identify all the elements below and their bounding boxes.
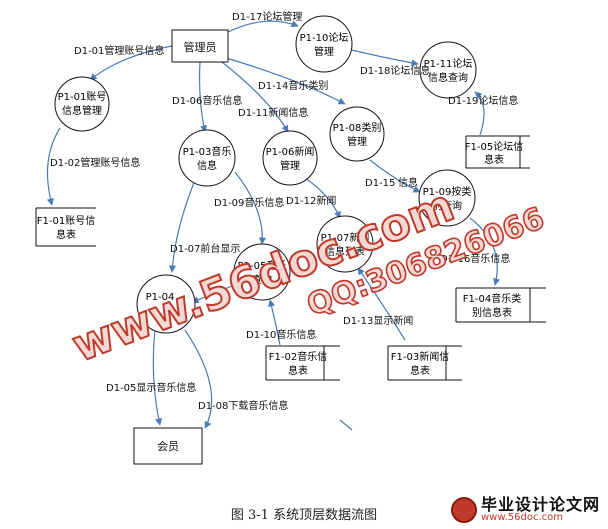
flow-label-d1-06: D1-06音乐信息 [172, 94, 242, 107]
process-p1-05: P1-05音乐 查询 [233, 243, 291, 301]
store-f1-04-line2: 别信息表 [472, 306, 512, 319]
process-p1-07-line2: 信息列表 [325, 245, 365, 258]
flow-p1-01-to-f1-01 [46, 127, 61, 206]
store-f1-01-line2: 息表 [56, 228, 76, 241]
flow-p1-05-to-p1-04 [191, 284, 235, 304]
process-p1-11: P1-11论坛 信息查询 [419, 41, 477, 99]
process-p1-11-line1: P1-11论坛 [424, 57, 473, 70]
process-p1-09-line1: P1-09按类 [423, 185, 472, 198]
store-f1-02-line2: 息表 [288, 364, 308, 377]
brand-text: 毕业设计论文网 www.56doc.com [481, 497, 600, 523]
flow-p1-08-to-p1-09 [369, 159, 421, 193]
process-p1-08-line1: P1-08类别 [333, 121, 382, 134]
flow-p1-10-to-p1-11 [351, 49, 419, 67]
process-p1-06: P1-06新闻 管理 [262, 130, 318, 186]
store-f1-04: F1-04音乐类 别信息表 [455, 287, 546, 323]
brand-title: 毕业设计论文网 [480, 495, 600, 514]
store-f1-02-line1: F1-02音乐信 [269, 350, 327, 363]
process-p1-10-line1: P1-10论坛 [300, 31, 349, 44]
process-p1-01: P1-01账号 信息管理 [54, 76, 110, 132]
store-f1-05: F1-05论坛信 息表 [465, 135, 530, 169]
flow-label-d1-16: D1-16音乐信息 [440, 252, 510, 265]
process-p1-01-line1: P1-01账号 [58, 91, 107, 103]
process-p1-03: P1-03音乐 信息 [178, 129, 236, 187]
store-f1-03: F1-03新闻信 息表 [387, 345, 462, 381]
brand-badge: 毕业设计论文网 www.56doc.com [450, 497, 600, 523]
figure-caption: 图 3-1 系统顶层数据流图 [230, 508, 378, 523]
flow-admin-to-p1-01 [89, 45, 173, 81]
entity-member-label: 会员 [157, 440, 179, 453]
store-f1-03-line2: 息表 [410, 364, 430, 377]
entity-member: 会员 [133, 427, 203, 465]
process-p1-05-line2: 查询 [252, 273, 272, 286]
flow-label-d1-13: D1-13显示新闻 [343, 314, 413, 327]
store-f1-05-line1: F1-05论坛信 [465, 140, 523, 153]
process-p1-08: P1-08类别 管理 [329, 106, 385, 162]
flow-p1-04-to-member-download [184, 329, 213, 429]
store-f1-04-line1: F1-04音乐类 [463, 292, 521, 305]
flow-admin-to-p1-06 [221, 61, 289, 133]
entity-admin-label: 管理员 [184, 40, 217, 54]
process-p1-09-line2: 别查询 [432, 199, 462, 212]
process-p1-05-line1: P1-05音乐 [238, 259, 287, 272]
flow-admin-to-p1-08 [225, 57, 346, 105]
flow-label-d1-10: D1-10音乐信息 [246, 328, 316, 341]
process-p1-07: P1-07新闻 信息列表 [316, 215, 374, 273]
flow-label-d1-14: D1-14音乐类别 [258, 79, 328, 92]
flow-p1-04-to-member [152, 329, 163, 426]
process-p1-08-line2: 管理 [347, 135, 367, 148]
flow-label-d1-12: D1-12新闻 [286, 194, 336, 207]
flow-label-d1-18: D1-18论坛信息 [360, 64, 430, 77]
flow-stray-mark [339, 419, 353, 431]
flow-admin-to-p1-03 [198, 61, 208, 133]
store-f1-02: F1-02音乐信 息表 [265, 345, 340, 381]
process-p1-06-line2: 管理 [280, 159, 300, 172]
process-p1-10: P1-10论坛 管理 [295, 15, 353, 73]
store-f1-01: F1-01账号信 息表 [35, 207, 96, 247]
flow-p1-03-to-p1-05 [234, 171, 267, 245]
flow-label-d1-19: D1-19论坛信息 [448, 94, 518, 107]
flow-label-d1-05: D1-05显示音乐信息 [106, 381, 196, 394]
flow-label-d1-09: D1-09音乐信息 [214, 196, 284, 209]
flow-label-d1-02: D1-02管理账号信息 [50, 156, 140, 169]
process-p1-04: P1-04 [136, 274, 196, 334]
process-p1-01-line2: 信息管理 [62, 104, 102, 117]
flow-p1-06-to-p1-07 [304, 177, 341, 219]
brand-url: www.56doc.com [480, 512, 564, 523]
store-f1-01-line1: F1-01账号信 [37, 215, 95, 227]
process-p1-10-line2: 管理 [314, 45, 334, 58]
process-p1-09: P1-09按类 别查询 [418, 169, 476, 227]
flow-label-d1-15: D1-15 [365, 178, 395, 189]
flow-label-d1-01: D1-01管理账号信息 [74, 44, 164, 57]
flow-label-d1-08: D1-08下载音乐信息 [198, 399, 288, 412]
process-p1-04-line1: P1-04 [146, 292, 175, 303]
process-p1-03-line1: P1-03音乐 [183, 145, 232, 158]
process-p1-06-line1: P1-06新闻 [266, 145, 315, 158]
store-f1-05-line2: 息表 [484, 153, 504, 166]
process-p1-07-line1: P1-07新闻 [321, 231, 370, 244]
flow-f1-02-to-p1-05 [268, 299, 281, 346]
flow-f1-03-to-p1-07 [357, 267, 406, 341]
flow-label-d1-07: D1-07前台显示 [170, 242, 240, 255]
flow-p1-09-to-f1-04 [469, 217, 501, 286]
process-p1-11-line2: 信息查询 [428, 71, 468, 84]
flow-admin-to-p1-10 [227, 20, 299, 33]
flow-p1-03-to-p1-04 [168, 179, 196, 273]
flow-label-d1-17: D1-17论坛管理 [232, 10, 302, 23]
entity-admin: 管理员 [171, 29, 229, 63]
flow-label-d1-15-tail: 信息 [398, 176, 418, 189]
flow-label-d1-11: D1-11新闻信息 [238, 106, 308, 119]
store-f1-03-line1: F1-03新闻信 [391, 350, 449, 363]
process-p1-03-line2: 信息 [197, 159, 217, 172]
brand-logo-icon [450, 497, 477, 523]
flow-f1-05-to-p1-11 [474, 91, 485, 136]
